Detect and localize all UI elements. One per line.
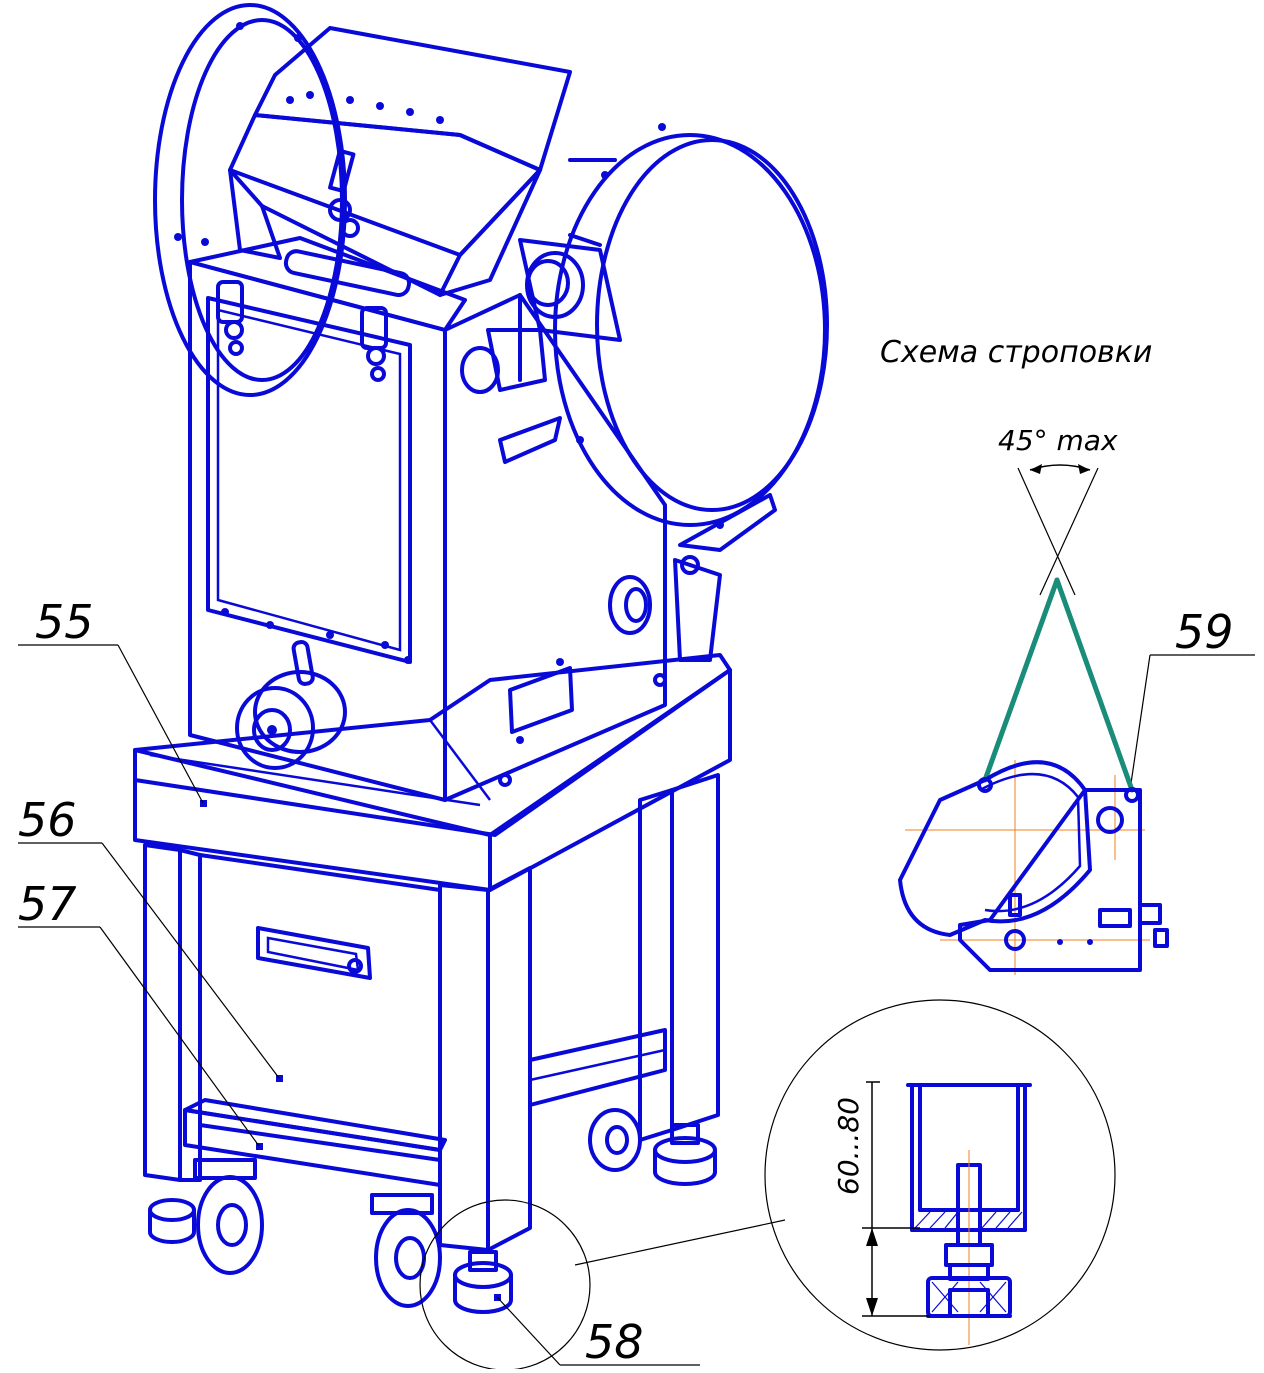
- crusher-housing: [188, 236, 667, 802]
- rubber-hatch: [931, 1281, 1007, 1313]
- callout-57: 57: [18, 877, 77, 931]
- front-flywheel: [553, 123, 829, 529]
- base-plate-hatch: [914, 1211, 1023, 1229]
- leveling-foot-left: [148, 1198, 196, 1244]
- door-latch-right: [360, 306, 388, 382]
- callout-leaders: [18, 644, 1255, 1366]
- slinging-scheme: Схема строповки 45° max: [880, 335, 1169, 975]
- door-latch-left: [216, 280, 244, 356]
- callout-56: 56: [18, 793, 77, 847]
- discharge-chute: [673, 493, 777, 662]
- castor-wheel-rear: [588, 1108, 642, 1172]
- hand-wheel: [235, 640, 347, 770]
- castor-wheel-left: [193, 1158, 264, 1275]
- leveling-foot-front: [453, 1250, 513, 1314]
- callout-labels: 55 56 57 58 59: [18, 595, 1234, 1369]
- schema-title: Схема строповки: [880, 335, 1152, 370]
- machine-assembly: [133, 3, 829, 1314]
- callout-59: 59: [1175, 605, 1234, 659]
- angle-note: 45° max: [998, 424, 1118, 457]
- callout-58: 58: [585, 1315, 644, 1369]
- crusher-side-view: [898, 760, 1169, 975]
- bottom-crossbar: [183, 1098, 447, 1187]
- leveling-foot-right: [653, 1123, 717, 1186]
- hopper-cover: [228, 26, 572, 297]
- detail-callout: [419, 999, 1116, 1371]
- dimension-60-80: 60...80: [832, 1097, 865, 1195]
- foot-detail: [906, 1083, 1032, 1345]
- callout-55: 55: [35, 595, 94, 649]
- castor-wheel-middle: [370, 1193, 442, 1308]
- height-dimension: 60...80: [832, 1081, 930, 1317]
